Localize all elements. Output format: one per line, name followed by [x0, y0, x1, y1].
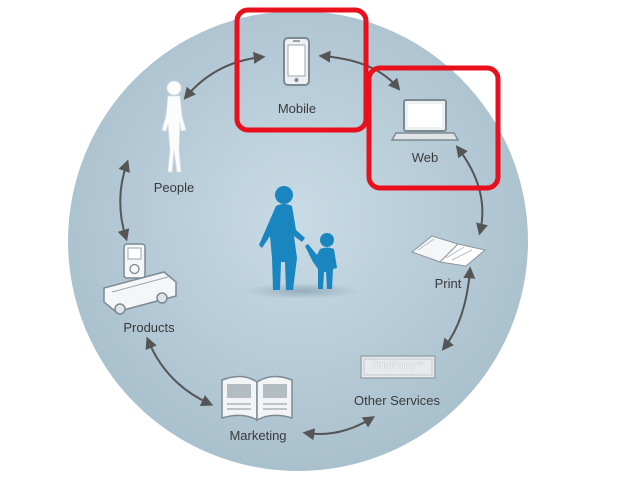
folded-paper-icon — [410, 235, 487, 267]
bus-and-music-player-icon — [103, 243, 177, 315]
arrow-print-otherservices — [441, 266, 476, 351]
mobile-highlight-box — [234, 7, 369, 133]
arrow-people-mobile — [183, 51, 266, 100]
smartphone-icon — [283, 37, 310, 86]
badge-icon — [360, 355, 436, 379]
badge-text: ThirdParty™ — [371, 360, 425, 371]
laptop-icon — [390, 99, 460, 141]
node-label-mobile: Mobile — [277, 101, 317, 116]
open-magazine-icon — [221, 375, 293, 422]
parent-and-child-icon — [244, 186, 360, 299]
arrow-otherservices-marketing — [302, 416, 376, 441]
node-label-other-services: Other Services — [354, 393, 440, 408]
node-label-print: Print — [434, 276, 462, 291]
woman-silhouette-icon — [161, 80, 187, 173]
node-label-web: Web — [411, 150, 439, 165]
web-highlight-box — [366, 65, 501, 191]
arrow-marketing-products — [145, 336, 214, 406]
node-label-products: Products — [123, 320, 175, 335]
arrow-products-people — [117, 159, 130, 242]
node-label-people: People — [153, 180, 195, 195]
node-label-marketing: Marketing — [229, 428, 287, 443]
